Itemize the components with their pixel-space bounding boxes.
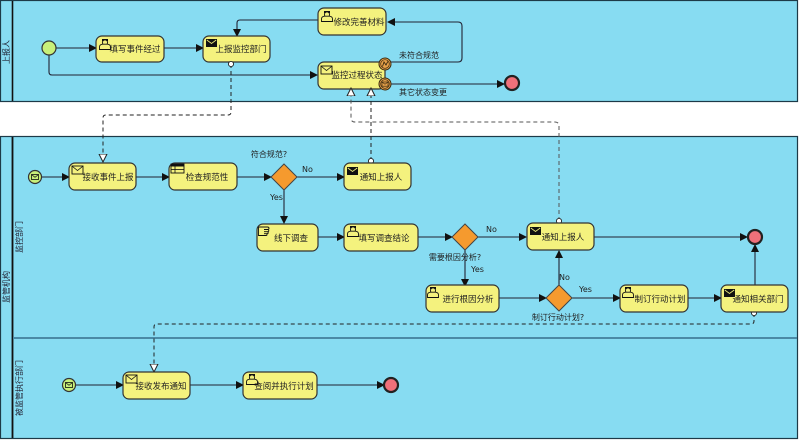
task-report-dept-label: 上报监控部门 — [215, 44, 266, 55]
task-conclusion-box[interactable] — [343, 223, 419, 252]
task-check[interactable]: 检查规范性 — [168, 162, 238, 191]
label-no-1: No — [302, 165, 313, 174]
start-event-reporter[interactable] — [41, 40, 57, 56]
task-review-execute[interactable]: 查阅并执行计划 — [242, 371, 318, 400]
flow-start-to-monitor — [48, 55, 318, 79]
gateway-compliant-diamond[interactable] — [270, 163, 298, 191]
task-check-label: 检查规范性 — [186, 172, 229, 183]
end-event-executor[interactable] — [382, 376, 400, 394]
lane-executor-label: 被监管执行部门 — [14, 360, 24, 416]
gateway-plan-diamond[interactable] — [545, 284, 573, 312]
label-yes-3: Yes — [578, 285, 592, 294]
label-no-2: No — [486, 225, 497, 234]
task-notify-reporter-2[interactable]: 通知上报人 — [526, 222, 595, 251]
end-event-reporter[interactable] — [503, 74, 521, 92]
receive-mail-icon — [71, 165, 84, 175]
gateway-rootcause-diamond[interactable] — [451, 223, 479, 251]
msgflow-report-to-receive — [103, 64, 231, 162]
pool-regulator-label: 监管机构 — [1, 271, 11, 303]
flow-noncompliant-to-revise — [387, 18, 463, 63]
gateway-plan[interactable] — [545, 284, 573, 312]
task-notify-depts[interactable]: 通知相关部门 — [720, 284, 789, 313]
task-revise-label: 修改完善材料 — [333, 17, 385, 28]
label-noncompliant: 未符合规范 — [399, 50, 439, 60]
gateway-plan-label: 制订行动计划? — [532, 312, 584, 322]
task-revise[interactable]: 修改完善材料 — [317, 7, 387, 36]
end-event-monitor[interactable] — [746, 228, 764, 246]
send-mail-icon — [346, 166, 359, 176]
task-offline-box[interactable] — [256, 223, 319, 252]
task-actionplan-box[interactable] — [619, 284, 689, 313]
task-rootcause-label: 进行根因分析 — [442, 294, 494, 305]
gateway-rootcause-label: 需要根因分析? — [429, 252, 481, 262]
task-notify-reporter-1[interactable]: 通知上报人 — [343, 162, 412, 191]
start-event-message[interactable] — [27, 169, 43, 185]
send-mail-icon — [529, 226, 542, 236]
lane-monitor-label: 监控部门 — [14, 221, 24, 253]
task-offline-label: 线下调查 — [274, 233, 309, 244]
task-report-dept[interactable]: 上报监控部门 — [202, 35, 271, 63]
msgflow-notifydepts-to-receive — [154, 313, 754, 372]
task-monitor[interactable]: 监控过程状态 — [317, 61, 386, 90]
task-fill-event[interactable]: 填写事件经过 — [95, 35, 165, 63]
task-receivenotice-box[interactable] — [122, 371, 191, 400]
task-root-cause[interactable]: 进行根因分析 — [425, 284, 500, 313]
label-yes-1: Yes — [269, 193, 283, 202]
task-fill-conclusion[interactable]: 填写调查结论 — [343, 223, 419, 252]
start-event-exec-message[interactable] — [61, 377, 77, 393]
boundary-event-noncompliant[interactable] — [378, 57, 392, 71]
task-revise-box[interactable] — [317, 7, 387, 36]
task-notifydepts-label: 通知相关部门 — [732, 294, 783, 305]
sequence-flows-monitor — [42, 173, 759, 302]
task-check-box[interactable] — [168, 162, 238, 191]
task-receive-report-label: 接收事件上报 — [82, 172, 134, 183]
escalation-icon — [382, 60, 389, 67]
message-flows — [103, 64, 754, 372]
task-offline[interactable]: 线下调查 — [256, 223, 319, 252]
task-notify2-label: 通知上报人 — [542, 232, 585, 243]
task-monitor-label: 监控过程状态 — [331, 70, 383, 81]
gateway-compliant-label: 符合规范? — [251, 149, 287, 159]
label-other-change: 其它状态变更 — [399, 87, 447, 97]
gateway-rootcause[interactable] — [451, 223, 479, 251]
task-receive-notice[interactable]: 接收发布通知 — [122, 371, 191, 400]
task-review-box[interactable] — [242, 371, 318, 400]
gateway-compliant[interactable] — [270, 163, 298, 191]
receive-mail-icon — [320, 65, 333, 75]
boundary-event-other-change[interactable] — [378, 77, 392, 91]
task-notify1-label: 通知上报人 — [360, 172, 403, 183]
task-report-dept-box[interactable] — [202, 35, 271, 63]
task-action-plan[interactable]: 制订行动计划 — [619, 284, 689, 313]
task-rootcause-box[interactable] — [425, 284, 500, 313]
pool-reporter-label: 上报人 — [1, 40, 11, 64]
sequence-flows-reporter — [48, 18, 505, 88]
label-yes-2: Yes — [470, 265, 484, 274]
label-no-3: No — [559, 273, 570, 282]
task-receive-report-box[interactable] — [68, 162, 137, 191]
task-review-label: 查阅并执行计划 — [254, 381, 314, 392]
task-notify1-box[interactable] — [343, 162, 412, 191]
task-notify2-box[interactable] — [526, 222, 595, 251]
flow-revise-to-report — [233, 19, 318, 37]
task-receive-report[interactable]: 接收事件上报 — [68, 162, 137, 191]
task-receivenotice-label: 接收发布通知 — [135, 381, 186, 392]
task-actionplan-label: 制订行动计划 — [634, 294, 685, 305]
task-fill-event-label: 填写事件经过 — [109, 44, 161, 55]
task-notifydepts-box[interactable] — [720, 284, 789, 313]
business-rule-icon — [170, 163, 185, 174]
task-conclusion-label: 填写调查结论 — [358, 233, 410, 244]
